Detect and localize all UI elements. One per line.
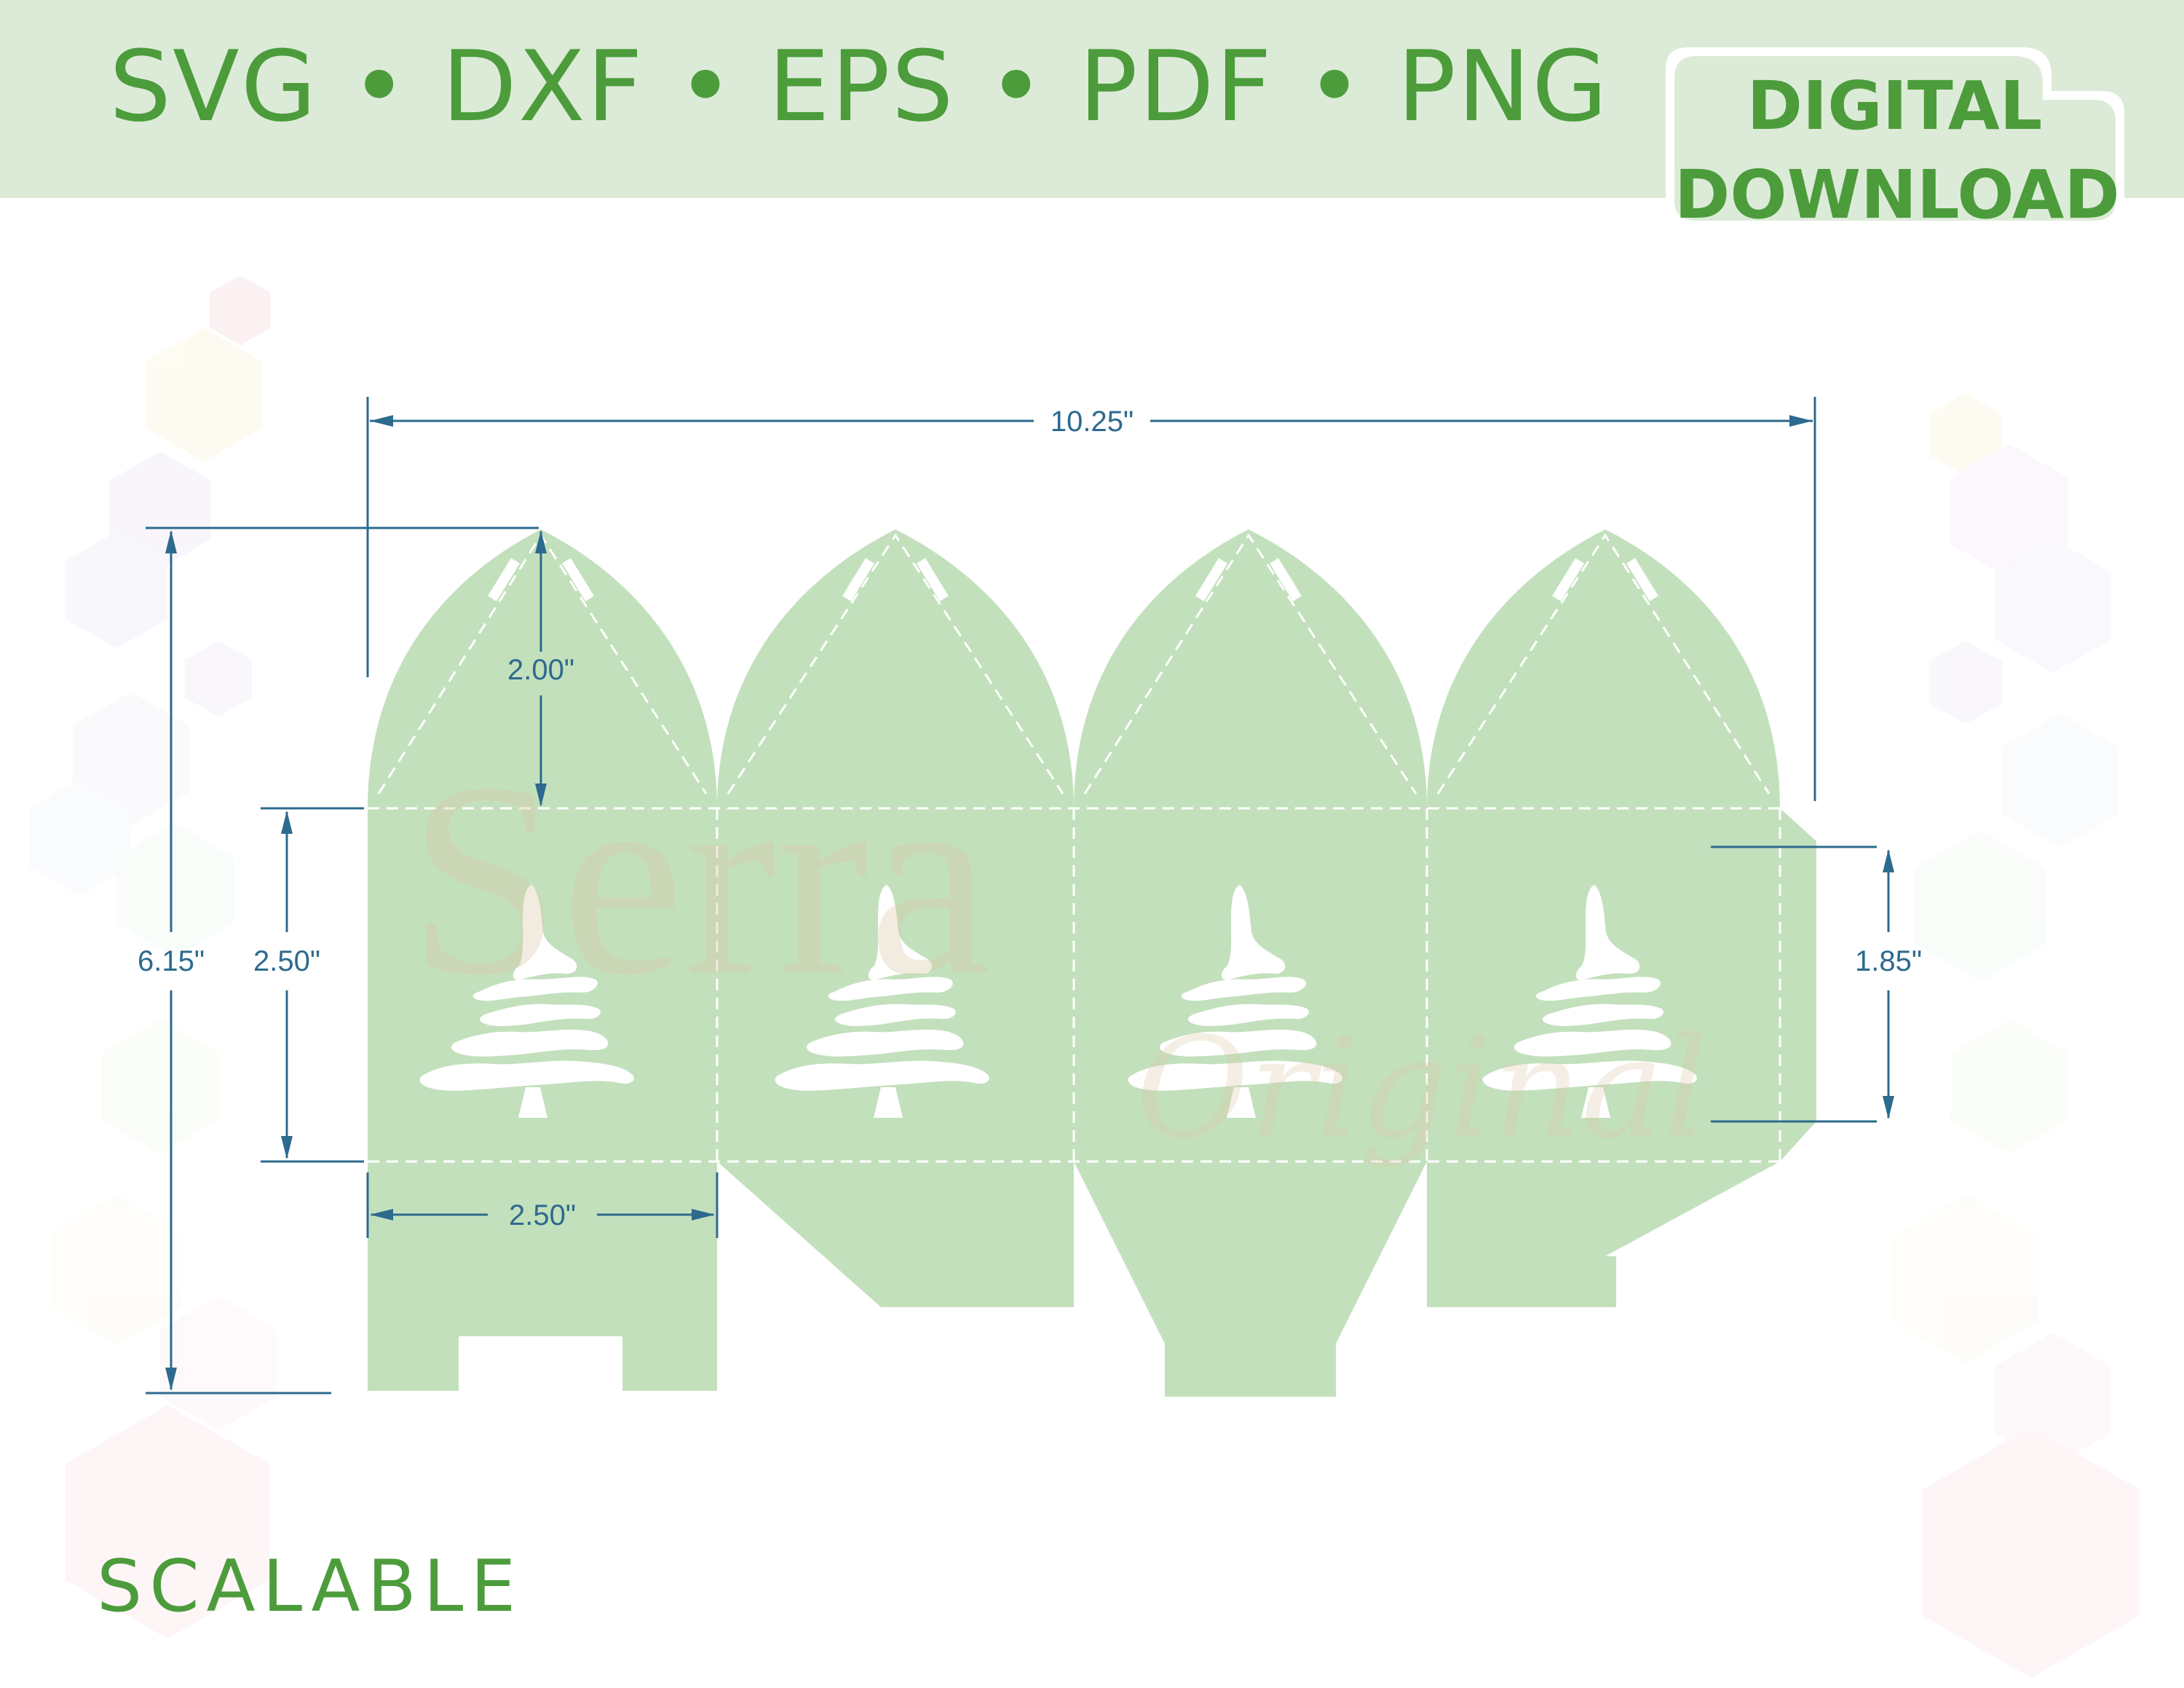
- dim-label-flap-height: 1.85": [1855, 945, 1922, 977]
- body-panels: [368, 808, 1816, 1162]
- scalable-label: SCALABLE: [97, 1545, 523, 1628]
- bottom-flap-2-tab: [881, 1256, 997, 1307]
- bottom-flap-3: [1074, 1162, 1427, 1397]
- arch-panel-1: [368, 529, 717, 808]
- bottom-flap-1: [368, 1162, 717, 1391]
- arch-panel-2: [717, 529, 1074, 808]
- dim-label-panel-height: 2.50": [253, 945, 320, 977]
- arch-panel-3: [1074, 529, 1427, 808]
- dim-label-arch-height: 2.00": [507, 654, 574, 686]
- slot-cuts: [488, 558, 1658, 602]
- watermark-serra: Serra: [408, 726, 992, 1033]
- digital-download-badge: [1666, 47, 2124, 229]
- bottom-flap-4: [1427, 1162, 1780, 1307]
- watermark-original: Original: [1136, 1008, 1708, 1169]
- fold-lines: [368, 533, 1781, 1163]
- badge-line-digital: DIGITAL: [1746, 67, 2043, 145]
- bottom-flap-2: [717, 1162, 1074, 1307]
- arch-panel-4: [1427, 529, 1780, 808]
- dim-label-total-width: 10.25": [1051, 406, 1133, 438]
- dimension-arrows: [165, 415, 1894, 1391]
- hexagon-background: [29, 275, 2140, 1678]
- dim-label-total-height: 6.15": [138, 945, 205, 977]
- dim-label-panel-width: 2.50": [509, 1199, 576, 1231]
- file-formats-title: SVG • DXF • EPS • PDF • PNG: [109, 30, 1610, 143]
- badge-line-download: DOWNLOAD: [1674, 156, 2120, 234]
- box-template: [368, 529, 1816, 1397]
